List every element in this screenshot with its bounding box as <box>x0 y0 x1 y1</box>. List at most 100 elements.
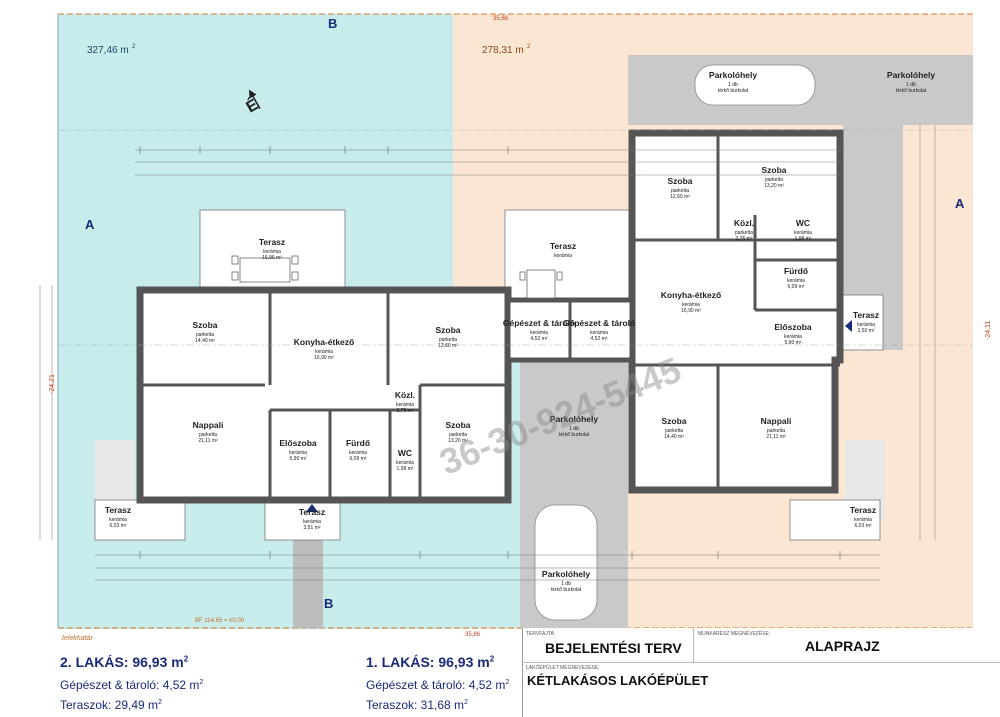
room-kozl-right-name: Közl. <box>734 218 754 228</box>
room-konyha-right-floor: kerámia <box>682 302 700 308</box>
room-nappali-left-floor: parketta <box>199 432 217 438</box>
room-parkolo-bottom-area: térkő burkolat <box>551 587 582 593</box>
bf-label: BF 114,65 = ±0,00 <box>195 618 245 624</box>
room-terasz-left-bottom-floor: kerámia <box>109 517 127 523</box>
room-kozl-right-area: 2,75 m² <box>736 236 753 242</box>
room-terasz-mid-floor: kerámia <box>554 253 572 259</box>
building-caption: LAKÓÉPÜLET MEGNEVEZÉSE: <box>526 665 600 671</box>
entrance-arrow-icon <box>306 504 318 512</box>
room-furdo-left-area: 6,09 m² <box>350 456 367 462</box>
room-szoba-left-se-area: 13,20 m² <box>448 438 468 444</box>
room-terasz-right-side-name: Terasz <box>853 310 879 320</box>
internal-walls-right <box>568 133 840 490</box>
room-parkolo-top-area: térkő burkolat <box>718 88 749 94</box>
room-terasz-right-side-floor: kerámia <box>857 322 875 328</box>
lot-area-right-sup: 2 <box>527 44 531 50</box>
room-kozl-left-floor: kerámia <box>396 402 414 408</box>
stage-caption: TERVFAJTA: <box>526 631 556 637</box>
building-right-walls <box>628 129 844 494</box>
room-kozl-left-name: Közl. <box>395 390 415 400</box>
parking-top-car <box>694 64 816 106</box>
flat1-gep: Gépészet & tároló: 4,52 m2 <box>366 678 509 692</box>
room-wc-left-name: WC <box>398 448 412 458</box>
room-terasz-top-left-floor: kerámia <box>263 249 281 255</box>
room-parkolo-top-name: Parkolóhely <box>709 70 757 80</box>
terrace-left-bottom <box>94 499 186 541</box>
dim-top-total: 35,86 <box>493 16 509 22</box>
room-parkolo-bottom-name: Parkolóhely <box>542 569 590 579</box>
flat1-title-sup: 2 <box>489 654 495 664</box>
room-szoba-left-mid-floor: parketta <box>439 337 457 343</box>
section-b-top: B <box>328 16 337 31</box>
room-terasz-top-left-name: Terasz <box>259 237 285 247</box>
level-right: -24,11 <box>985 321 992 340</box>
room-szoba-left-area: 14,40 m² <box>195 338 215 344</box>
flat1-title-text: 1. LAKÁS: 96,93 m <box>366 654 490 670</box>
flat1-terasz-sup: 2 <box>464 699 468 706</box>
room-wc-right-area: 1,98 m² <box>795 236 812 242</box>
room-gepeszet-left-area: 4,52 m² <box>531 336 548 342</box>
room-konyha-left-name: Konyha-étkező <box>294 337 354 347</box>
room-terasz-right-bottom-floor: kerámia <box>854 517 872 523</box>
room-parkolo-bottom-floor: 1 db <box>561 581 571 587</box>
flat1-gep-sup: 2 <box>505 679 510 686</box>
room-szoba-left-mid-name: Szoba <box>435 325 460 335</box>
flat2-title-sup: 2 <box>183 654 189 664</box>
title-block-frame <box>522 628 1000 717</box>
parking-bottom-car <box>534 504 598 621</box>
flat2-title: 2. LAKÁS: 96,93 m2 <box>60 654 188 670</box>
lot-area-left: 327,46 m <box>87 45 129 56</box>
room-parkolo-mid-name: Parkolóhely <box>550 414 598 424</box>
room-szoba-right-top1-area: 12,60 m² <box>670 194 690 200</box>
flat1-gep-text: Gépészet & tároló: 4,52 m <box>366 678 506 692</box>
lot-area-right: 278,31 m <box>482 45 524 56</box>
room-konyha-left-floor: kerámia <box>315 349 333 355</box>
room-terasz-entry-left-floor: kerámia <box>303 519 321 525</box>
north-arrow-icon <box>249 89 261 110</box>
room-szoba-left-se-name: Szoba <box>445 420 470 430</box>
room-nappali-right-floor: parketta <box>767 428 785 434</box>
room-furdo-left-floor: kerámia <box>349 450 367 456</box>
room-terasz-left-bottom-area: 6,03 m² <box>110 523 127 529</box>
room-gepeszet-right-area: 4,52 m² <box>591 336 608 342</box>
room-szoba-left-floor: parketta <box>196 332 214 338</box>
building-value: KÉTLAKÁSOS LAKÓÉPÜLET <box>527 673 709 688</box>
entrance-arrow-right-icon <box>845 320 852 332</box>
flat2-title-text: 2. LAKÁS: 96,93 m <box>60 654 184 670</box>
room-konyha-right-name: Konyha-étkező <box>661 290 721 300</box>
room-wc-right-floor: kerámia <box>794 230 812 236</box>
room-szoba-right-bottom-floor: parketta <box>665 428 683 434</box>
title-block-vdivider <box>693 628 694 662</box>
flat1-title: 1. LAKÁS: 96,93 m2 <box>366 654 494 670</box>
room-terasz-top-left-area: 16,96 m² <box>262 255 282 261</box>
room-konyha-right-area: 16,90 m² <box>681 308 701 314</box>
room-terasz-entry-left-area: 3,51 m² <box>304 525 321 531</box>
room-szoba-right-top2-area: 13,20 m² <box>764 183 784 189</box>
building-left-walls <box>136 286 512 504</box>
paving-entry <box>293 540 323 628</box>
room-furdo-right-floor: kerámia <box>787 278 805 284</box>
room-wc-left-area: 1,98 m² <box>397 466 414 472</box>
room-wc-right-name: WC <box>796 218 810 228</box>
flat2-gep-sup: 2 <box>199 679 204 686</box>
paving-mid <box>520 360 628 520</box>
room-furdo-left-name: Fürdő <box>346 438 370 448</box>
room-szoba-left-se-floor: parketta <box>449 432 467 438</box>
tick-marks <box>139 146 841 559</box>
room-wc-left-floor: kerámia <box>396 460 414 466</box>
room-parkolo-top-right-floor: 1 db <box>906 82 916 88</box>
lot-line-label: telekhatár <box>62 635 93 642</box>
flat2-gep: Gépészet & tároló: 4,52 m2 <box>60 678 203 692</box>
dimension-lines <box>39 125 936 581</box>
dim-bottom-total: 35,86 <box>465 632 481 638</box>
flat2-terasz: Teraszok: 29,49 m2 <box>60 698 162 712</box>
room-gepeszet-left-floor: kerámia <box>530 330 548 336</box>
stage-value: BEJELENTÉSI TERV <box>545 640 682 656</box>
flat2-terasz-text: Teraszok: 29,49 m <box>60 698 159 712</box>
terrace-mid <box>504 209 631 301</box>
room-konyha-left-area: 16,90 m² <box>314 355 334 361</box>
room-gepeszet-right-floor: kerámia <box>590 330 608 336</box>
terrace-table-mid <box>519 269 563 299</box>
room-furdo-right-name: Fürdő <box>784 266 808 276</box>
